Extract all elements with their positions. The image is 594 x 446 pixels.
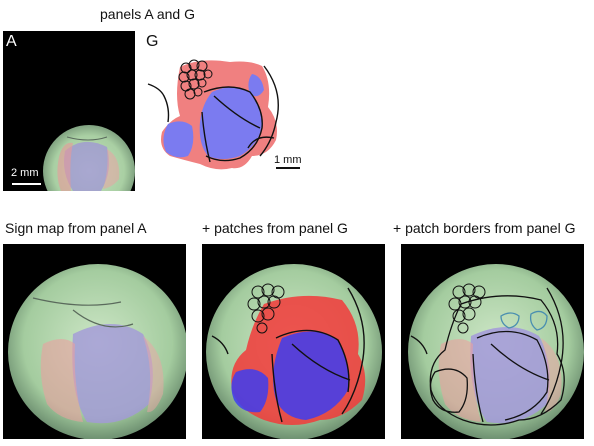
patch-borders-panel [401,244,584,439]
patch-borders [211,287,365,423]
blue-patch [163,121,194,158]
blue-patch [199,87,262,159]
panel-a-scale-label: 2 mm [11,167,39,179]
blue-patch [231,369,269,413]
red-region [438,339,481,422]
blood-vessel [66,136,108,141]
outlined-patch-cluster [448,283,486,334]
patch-borders [410,287,565,426]
sign-map-image [8,264,186,439]
patch-borders-image [408,264,584,439]
blue-region [72,324,153,424]
panel-g-label: G [146,33,159,50]
caption-patch-borders: + patch borders from panel G [393,220,576,236]
blue-region [470,327,550,424]
outlined-patch-cluster [247,283,285,334]
outlined-patch-cluster [178,59,213,100]
red-region [57,142,73,191]
red-region [40,339,83,422]
red-region [541,338,562,413]
blue-region [64,141,109,191]
red-region [143,336,164,413]
caption-patches: + patches from panel G [202,220,348,236]
panel-a-label: A [6,33,17,50]
panel-a-image [12,125,135,191]
panel-g-scale-label: 1 mm [274,154,302,166]
patches-panel [202,244,385,439]
blue-patch [248,74,264,97]
blue-patch [273,331,349,420]
panel-a: A 2 mm [3,31,135,191]
patch-borders [147,65,279,163]
red-region [103,149,120,189]
panel-g-map [147,59,300,170]
sign-map-panel [3,244,186,439]
caption-sign-map: Sign map from panel A [5,220,147,236]
figure-title: panels A and G [100,6,195,22]
blood-vessel [32,297,134,328]
patches-image [206,264,382,439]
